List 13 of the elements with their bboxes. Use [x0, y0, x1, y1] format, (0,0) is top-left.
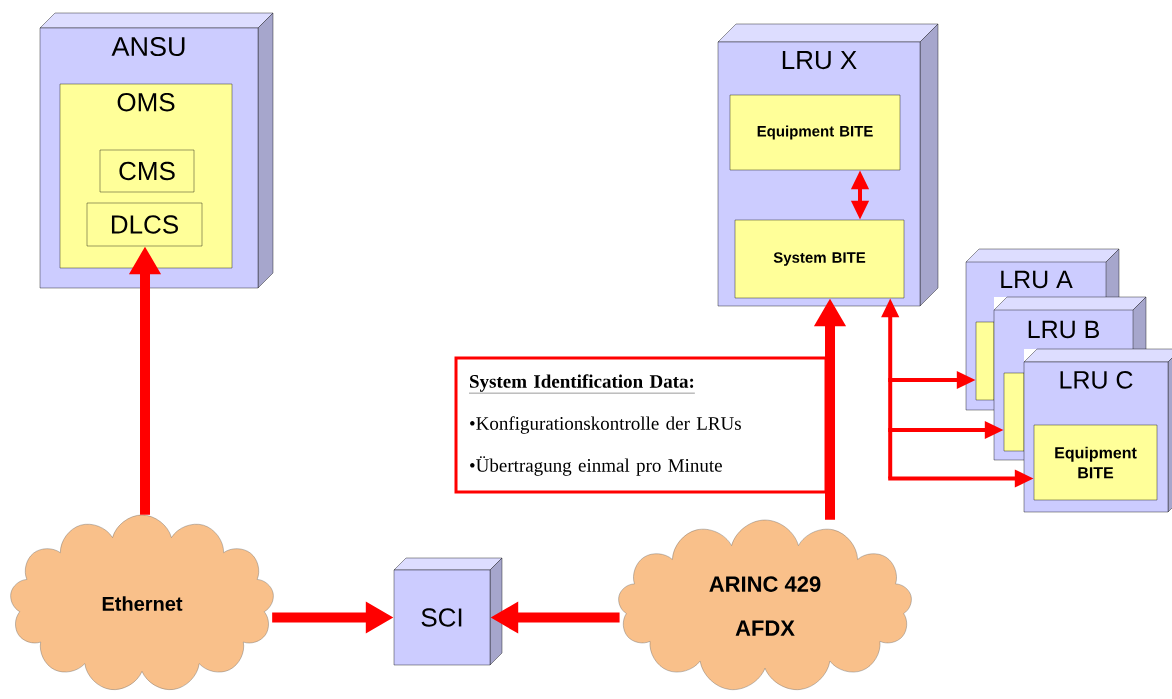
network-cloud: ARINC 429 AFDX — [618, 519, 912, 690]
module-box: Equipment BITE — [1033, 424, 1158, 501]
module-box: CMS — [99, 149, 195, 193]
module-box: DLCS — [86, 202, 203, 247]
module-box — [1003, 372, 1025, 452]
module-box: Equipment BITE — [729, 94, 901, 171]
module-box: System BITE — [734, 219, 905, 299]
module-box — [975, 321, 995, 401]
unit-box: SCI — [393, 557, 503, 666]
note-box: System Identification Data: •Konfigurationskontrolle der LRUs •Übertragung einmal pro Minute — [454, 356, 828, 494]
network-cloud: Ethernet — [10, 514, 274, 690]
unit-box: LRU A — [965, 248, 1120, 298]
unit-box: LRU B — [993, 296, 1147, 350]
